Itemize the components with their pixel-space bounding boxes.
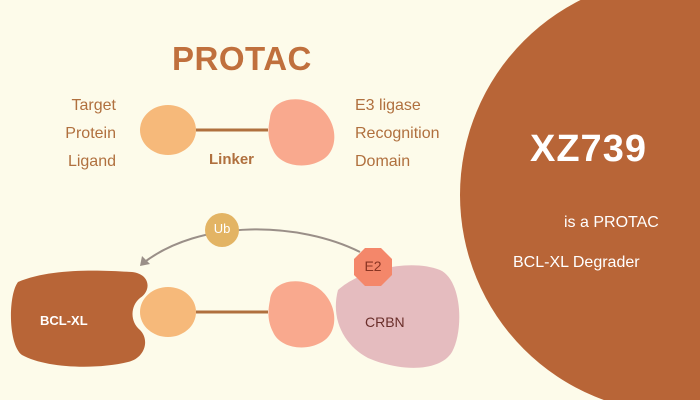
crbn-label: CRBN	[365, 314, 405, 330]
e2-octagon	[354, 248, 392, 286]
bound-ligand-shape	[140, 287, 196, 337]
target-label-line-3: Ligand	[67, 153, 116, 170]
bound-e3-shape	[268, 281, 335, 348]
ub-circle	[205, 213, 239, 247]
side-panel-circle	[460, 0, 700, 400]
crbn-shape	[335, 265, 460, 368]
e3-label-line-2: Recognition	[355, 125, 440, 142]
compound-name: XZ739	[530, 128, 647, 170]
bcl-xl-protein-shape	[10, 270, 148, 367]
e3-label-line-3: Domain	[355, 153, 411, 170]
e2-label: E2	[364, 258, 382, 274]
compound-description-line-2: BCL-XL Degrader	[513, 254, 640, 271]
ub-label: Ub	[213, 221, 231, 236]
diagram-title: PROTAC	[172, 40, 312, 77]
e3-ligase-domain-label: E3 ligase Recognition Domain	[355, 92, 440, 176]
compound-description-line-1: is a PROTAC	[564, 214, 659, 231]
ubiquitin-transfer-arrow	[141, 228, 361, 265]
bcl-xl-label: BCL-XL	[40, 313, 88, 328]
target-protein-ligand-label: Target Protein Ligand	[52, 92, 116, 176]
target-ligand-shape	[140, 105, 196, 155]
target-label-line-2: Protein	[65, 125, 116, 142]
e3-label-line-1: E3 ligase	[355, 97, 421, 114]
target-label-line-1: Target	[71, 97, 116, 114]
linker-label: Linker	[209, 151, 255, 168]
arrow-head	[140, 256, 150, 266]
e3-recognition-shape	[268, 99, 335, 166]
